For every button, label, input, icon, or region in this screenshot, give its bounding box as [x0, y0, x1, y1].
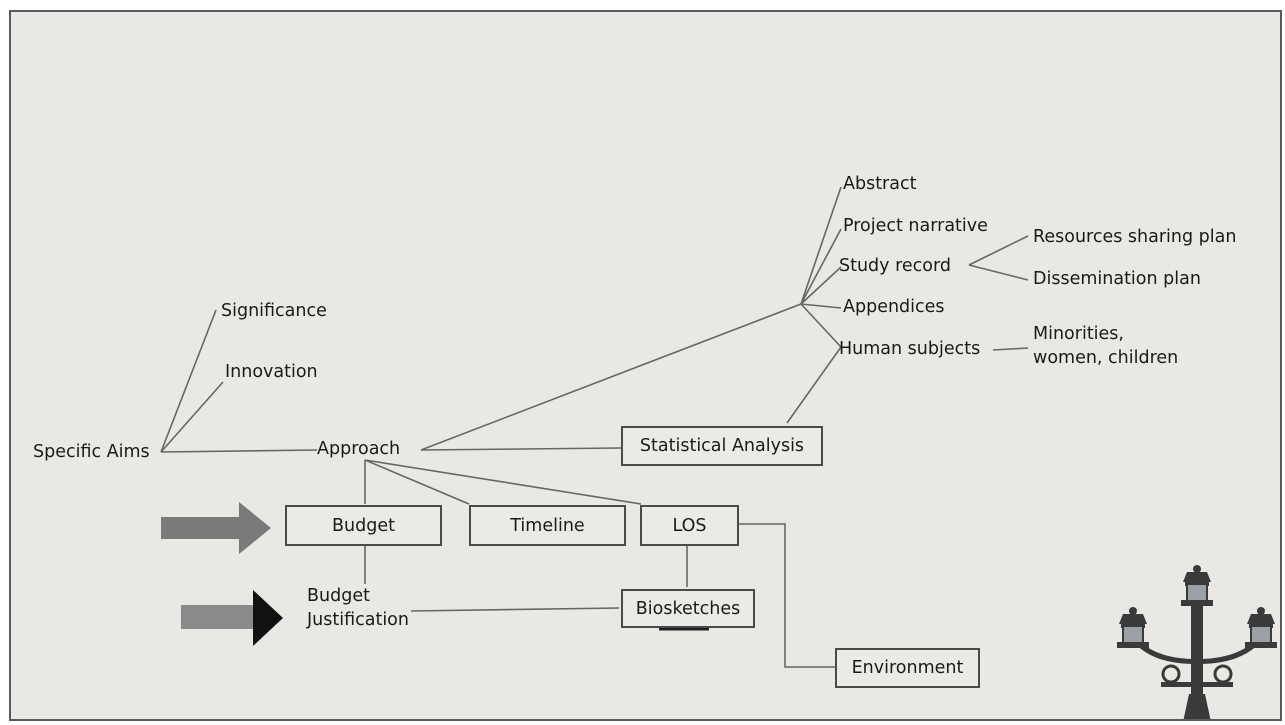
diagram-slide: Specific Aims Significance Innovation Ap…	[9, 10, 1282, 721]
node-budget-justification: Budget Justification	[307, 586, 409, 630]
node-dissemination-plan: Dissemination plan	[1033, 269, 1201, 289]
box-budget: Budget	[285, 505, 442, 546]
box-biosketches: Biosketches	[621, 589, 755, 628]
node-resources-sharing-plan: Resources sharing plan	[1033, 227, 1237, 247]
node-abstract: Abstract	[843, 174, 917, 194]
node-approach: Approach	[317, 439, 401, 459]
box-environment: Environment	[835, 648, 980, 688]
street-lamp-icon	[1117, 565, 1277, 719]
right-arrow-icon	[161, 502, 271, 554]
node-appendices: Appendices	[843, 297, 945, 317]
box-timeline: Timeline	[469, 505, 626, 546]
node-specific-aims: Specific Aims	[33, 442, 150, 462]
node-minorities-women-children: Minorities, women, children	[1033, 324, 1179, 368]
node-study-record: Study record	[839, 256, 951, 276]
node-significance: Significance	[221, 301, 327, 321]
box-los: LOS	[640, 505, 739, 546]
node-human-subjects: Human subjects	[839, 339, 981, 359]
right-arrow-icon	[181, 590, 283, 646]
box-statistical-analysis: Statistical Analysis	[621, 426, 823, 466]
node-project-narrative: Project narrative	[843, 216, 988, 236]
connector-lines	[160, 186, 1029, 668]
node-innovation: Innovation	[225, 362, 318, 382]
